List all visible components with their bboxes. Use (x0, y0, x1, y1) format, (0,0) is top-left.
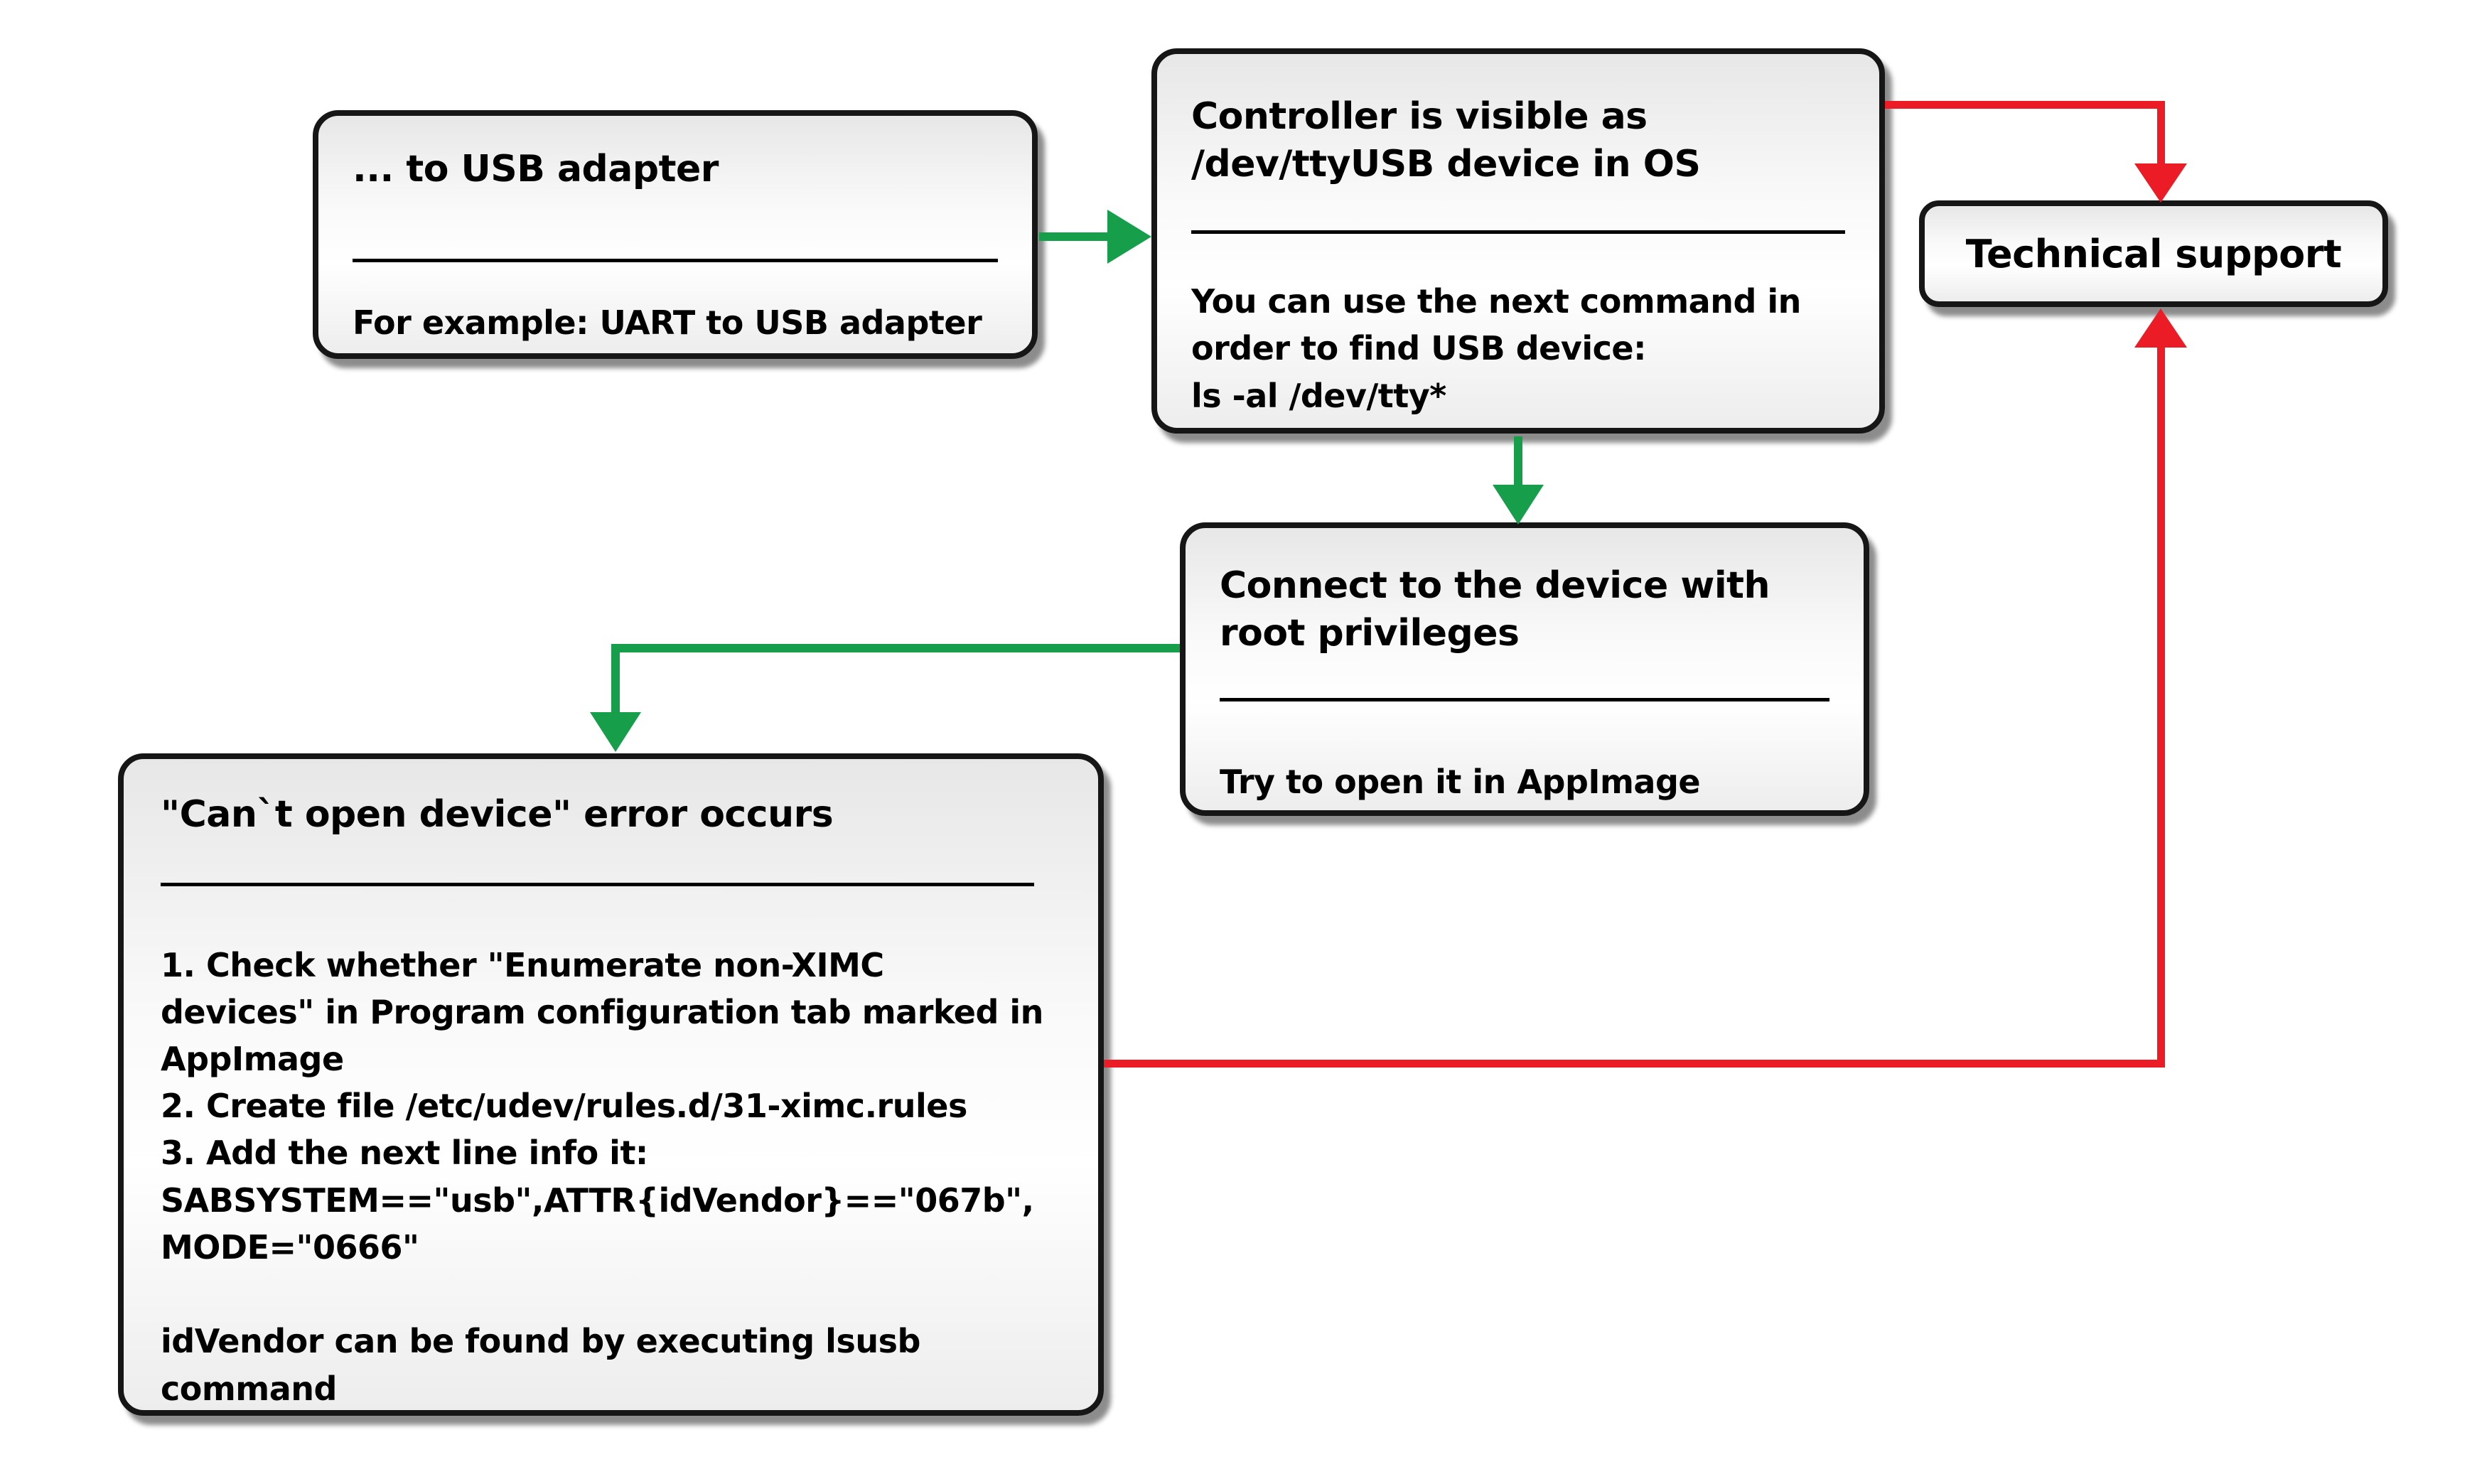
divider (161, 882, 1034, 886)
arrow-down-icon (590, 712, 641, 752)
arrow-right-icon (1107, 210, 1151, 264)
node-connect-root: Connect to the device with root privileg… (1180, 522, 1869, 816)
node-cant-open-device-body: 1. Check whether "Enumerate non-XIMC dev… (161, 945, 1043, 1408)
arrow-connect-to-error-line-h (611, 644, 1180, 652)
arrow-error-to-support-line-v (2157, 348, 2165, 1064)
arrow-controller-to-connect-line (1514, 436, 1522, 488)
node-usb-adapter-title: ... to USB adapter (353, 148, 719, 190)
node-technical-support-title: Technical support (1965, 231, 2342, 276)
node-connect-root-title: Connect to the device with root privileg… (1220, 564, 1770, 655)
arrow-error-to-support-line-h (1104, 1060, 2165, 1068)
node-controller-visible-body: You can use the next command in order to… (1191, 282, 1801, 415)
node-controller-visible: Controller is visible as /dev/ttyUSB dev… (1151, 48, 1885, 434)
divider (1191, 230, 1845, 235)
arrow-controller-to-support-line-v (2157, 101, 2165, 166)
arrow-controller-to-support-line-h (1885, 101, 2165, 109)
node-connect-root-body: Try to open it in AppImage (1220, 763, 1701, 802)
divider (353, 258, 998, 262)
node-cant-open-device: "Can`t open device" error occurs 1. Chec… (118, 753, 1104, 1416)
divider (1220, 698, 1829, 702)
arrow-up-icon (2134, 308, 2187, 348)
arrow-adapter-to-controller-line (1039, 232, 1113, 241)
node-technical-support: Technical support (1919, 200, 2388, 307)
arrow-connect-to-error-line-v (611, 644, 620, 715)
node-controller-visible-title: Controller is visible as /dev/ttyUSB dev… (1191, 95, 1701, 186)
arrow-down-icon (2134, 163, 2187, 203)
node-cant-open-device-title: "Can`t open device" error occurs (161, 793, 834, 836)
node-usb-adapter-body: For example: UART to USB adapter (353, 303, 982, 342)
node-usb-adapter: ... to USB adapter For example: UART to … (313, 110, 1038, 359)
arrow-down-icon (1493, 485, 1544, 525)
